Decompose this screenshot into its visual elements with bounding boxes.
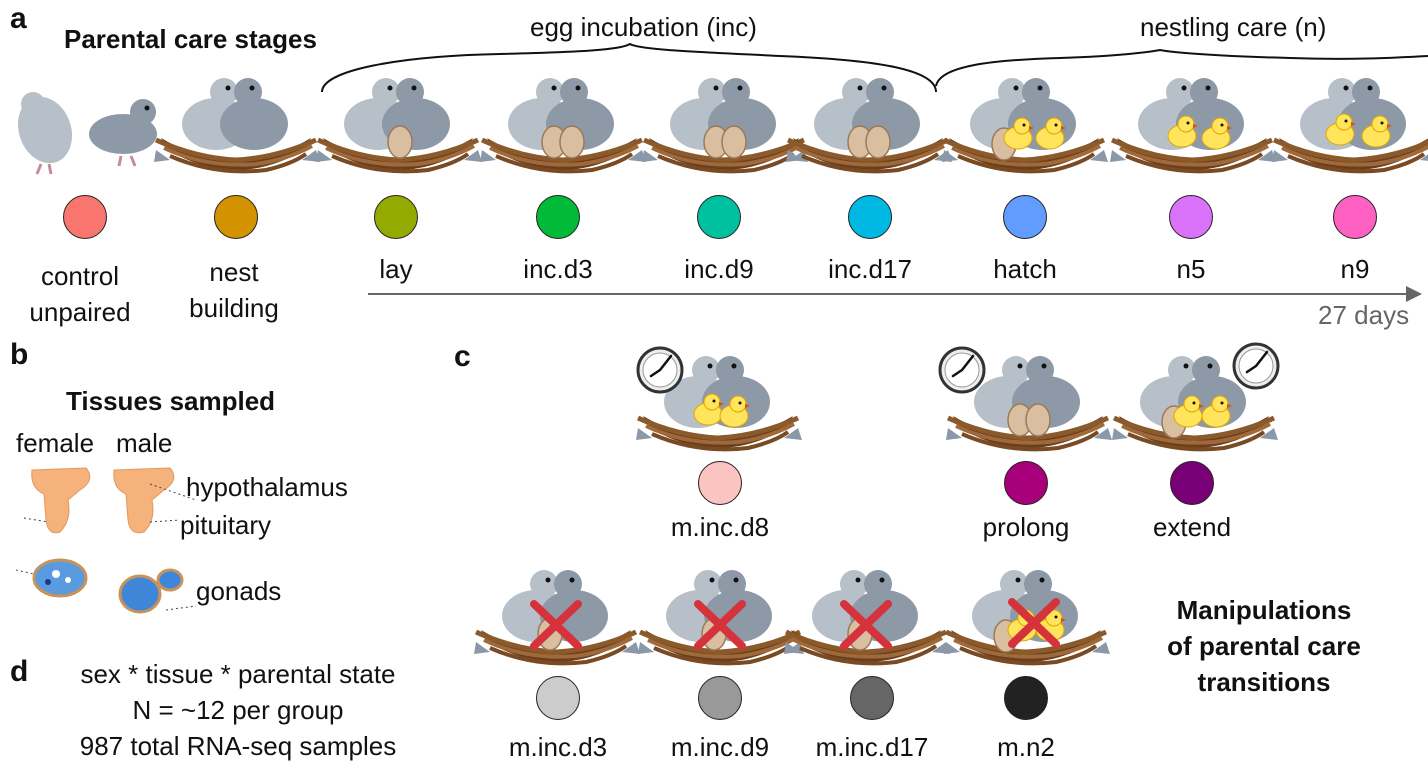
unpaired-pigeons	[17, 92, 157, 175]
brace-label-nestling: nestling care (n)	[1140, 12, 1327, 42]
stage-label-inc-d3: inc.d3	[523, 254, 593, 284]
manip-label-prolong: prolong	[982, 512, 1070, 542]
summary-line: N = ~12 per group	[132, 695, 344, 725]
stage-dot-inc-d17	[848, 195, 892, 239]
female-brain-icon	[31, 467, 91, 534]
stage-dot-hatch	[1003, 195, 1047, 239]
stage-label-line: building	[189, 293, 279, 323]
tissue-label-gonads: gonads	[196, 576, 282, 606]
timeline-duration-label: 27 days	[1318, 300, 1410, 330]
summary-line: 987 total RNA-seq samples	[79, 731, 397, 761]
stage-label-line: nest	[209, 257, 259, 287]
manip-label-extend: extend	[1152, 512, 1232, 542]
panel-letter-b: b	[10, 338, 29, 371]
manip-dot-m-n2	[1004, 676, 1048, 720]
female-label: female	[16, 428, 95, 458]
manip-label-m-inc-d3: m.inc.d3	[508, 732, 608, 762]
panel-letter-a: a	[10, 2, 27, 35]
stage-label-n9: n9	[1340, 254, 1370, 284]
clock-icon	[1232, 342, 1280, 390]
section-c-title: Manipulations of parental care transitio…	[1167, 592, 1361, 700]
ovary-icon	[32, 558, 88, 598]
manip-label-m-inc-d9: m.inc.d9	[670, 732, 770, 762]
manip-dot-m-inc-d17	[850, 676, 894, 720]
testes-icon	[118, 568, 184, 614]
stage-dot-inc-d9	[697, 195, 741, 239]
male-label: male	[116, 428, 173, 458]
section-c-title-line: transitions	[1197, 667, 1331, 697]
manip-dot-m-inc-d8	[698, 461, 742, 505]
stage-braces	[321, 42, 1428, 93]
stage-dot-lay	[374, 195, 418, 239]
stage-dot-nest-building	[214, 195, 258, 239]
stage-dot-n5	[1169, 195, 1213, 239]
stage-label-lay: lay	[379, 254, 413, 284]
stage-label-line: unpaired	[29, 297, 131, 327]
stage-label-line: control	[40, 261, 120, 291]
section-c-title-line: of parental care	[1167, 631, 1361, 661]
stage-label-nest-building: nest building	[189, 254, 279, 326]
tissue-label-hypothalamus: hypothalamus	[186, 472, 348, 502]
stage-label-n5: n5	[1176, 254, 1206, 284]
stage-dot-n9	[1333, 195, 1377, 239]
manip-dot-m-inc-d9	[698, 676, 742, 720]
m-inc-d17-illustration	[784, 570, 950, 663]
manip-dot-extend	[1170, 461, 1214, 505]
male-brain-icon	[113, 467, 175, 534]
manip-label-m-n2: m.n2	[997, 732, 1055, 762]
m-inc-d3-illustration	[474, 570, 640, 663]
clock-icon	[636, 346, 684, 394]
manip-dot-m-inc-d3	[536, 676, 580, 720]
manip-dot-prolong	[1004, 461, 1048, 505]
stage-dot-inc-d3	[536, 195, 580, 239]
summary-line: sex * tissue * parental state	[80, 659, 396, 689]
stage-dot-control-unpaired	[63, 195, 107, 239]
manip-label-m-inc-d17: m.inc.d17	[815, 732, 929, 762]
timeline-arrow	[368, 286, 1422, 302]
stage-label-inc-d9: inc.d9	[684, 254, 754, 284]
stage-label-inc-d17: inc.d17	[828, 254, 912, 284]
stage-label-control-unpaired: control unpaired	[29, 258, 130, 330]
section-d-summary: sex * tissue * parental state N = ~12 pe…	[80, 656, 396, 764]
section-a-title: Parental care stages	[64, 24, 317, 54]
clock-icon	[938, 346, 986, 394]
stage-label-hatch: hatch	[993, 254, 1057, 284]
tissue-label-pituitary: pituitary	[180, 510, 272, 540]
m-inc-d9-illustration	[638, 570, 804, 663]
panel-letter-c: c	[454, 340, 471, 373]
stage-illustrations	[17, 78, 1428, 175]
panel-letter-d: d	[10, 655, 29, 688]
m-n2-illustration	[944, 570, 1110, 663]
brace-label-incubation: egg incubation (inc)	[530, 12, 757, 42]
section-c-title-line: Manipulations	[1176, 595, 1352, 625]
section-b-title: Tissues sampled	[66, 386, 276, 416]
tissue-illustrations	[15, 467, 197, 614]
manip-label-m-inc-d8: m.inc.d8	[670, 512, 770, 542]
